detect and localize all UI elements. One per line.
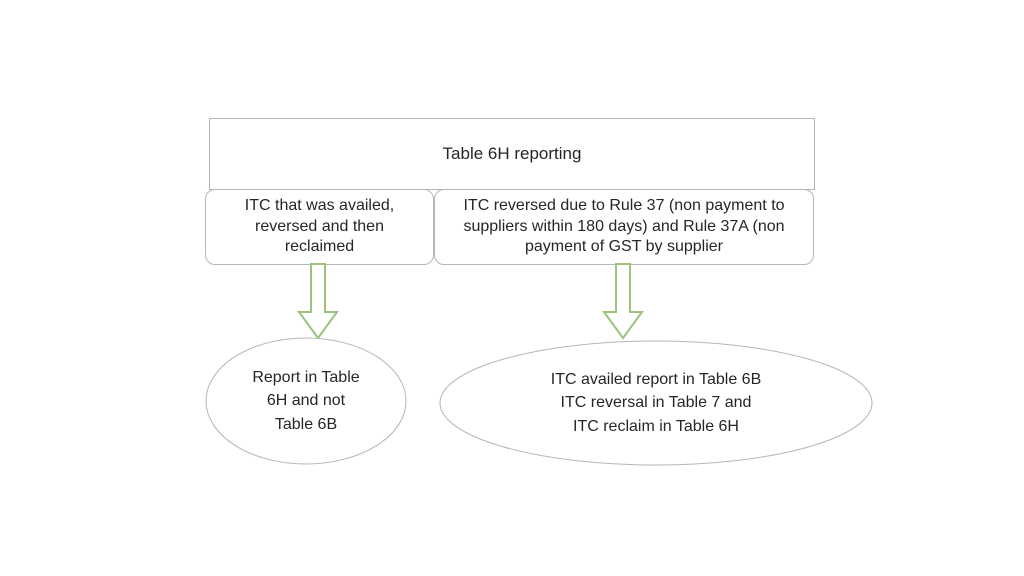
criteria-box-right-label: ITC reversed due to Rule 37 (non payment…: [463, 197, 785, 256]
down-block-arrow-icon-left: [296, 263, 340, 340]
outcome-ellipse-left-label: Report in Table 6H and not Table 6B: [252, 369, 360, 433]
criteria-box-right[interactable]: ITC reversed due to Rule 37 (non payment…: [434, 189, 814, 265]
down-block-arrow-icon-right: [601, 263, 645, 340]
outcome-ellipse-left[interactable]: Report in Table 6H and not Table 6B: [205, 337, 407, 465]
criteria-box-left[interactable]: ITC that was availed, reversed and then …: [205, 189, 434, 265]
header-box[interactable]: Table 6H reporting: [209, 118, 815, 190]
header-box-label: Table 6H reporting: [442, 144, 582, 164]
criteria-box-left-label: ITC that was availed, reversed and then …: [244, 197, 395, 256]
outcome-ellipse-right-label: ITC availed report in Table 6B ITC rever…: [550, 371, 762, 435]
outcome-ellipse-right[interactable]: ITC availed report in Table 6B ITC rever…: [439, 340, 873, 466]
